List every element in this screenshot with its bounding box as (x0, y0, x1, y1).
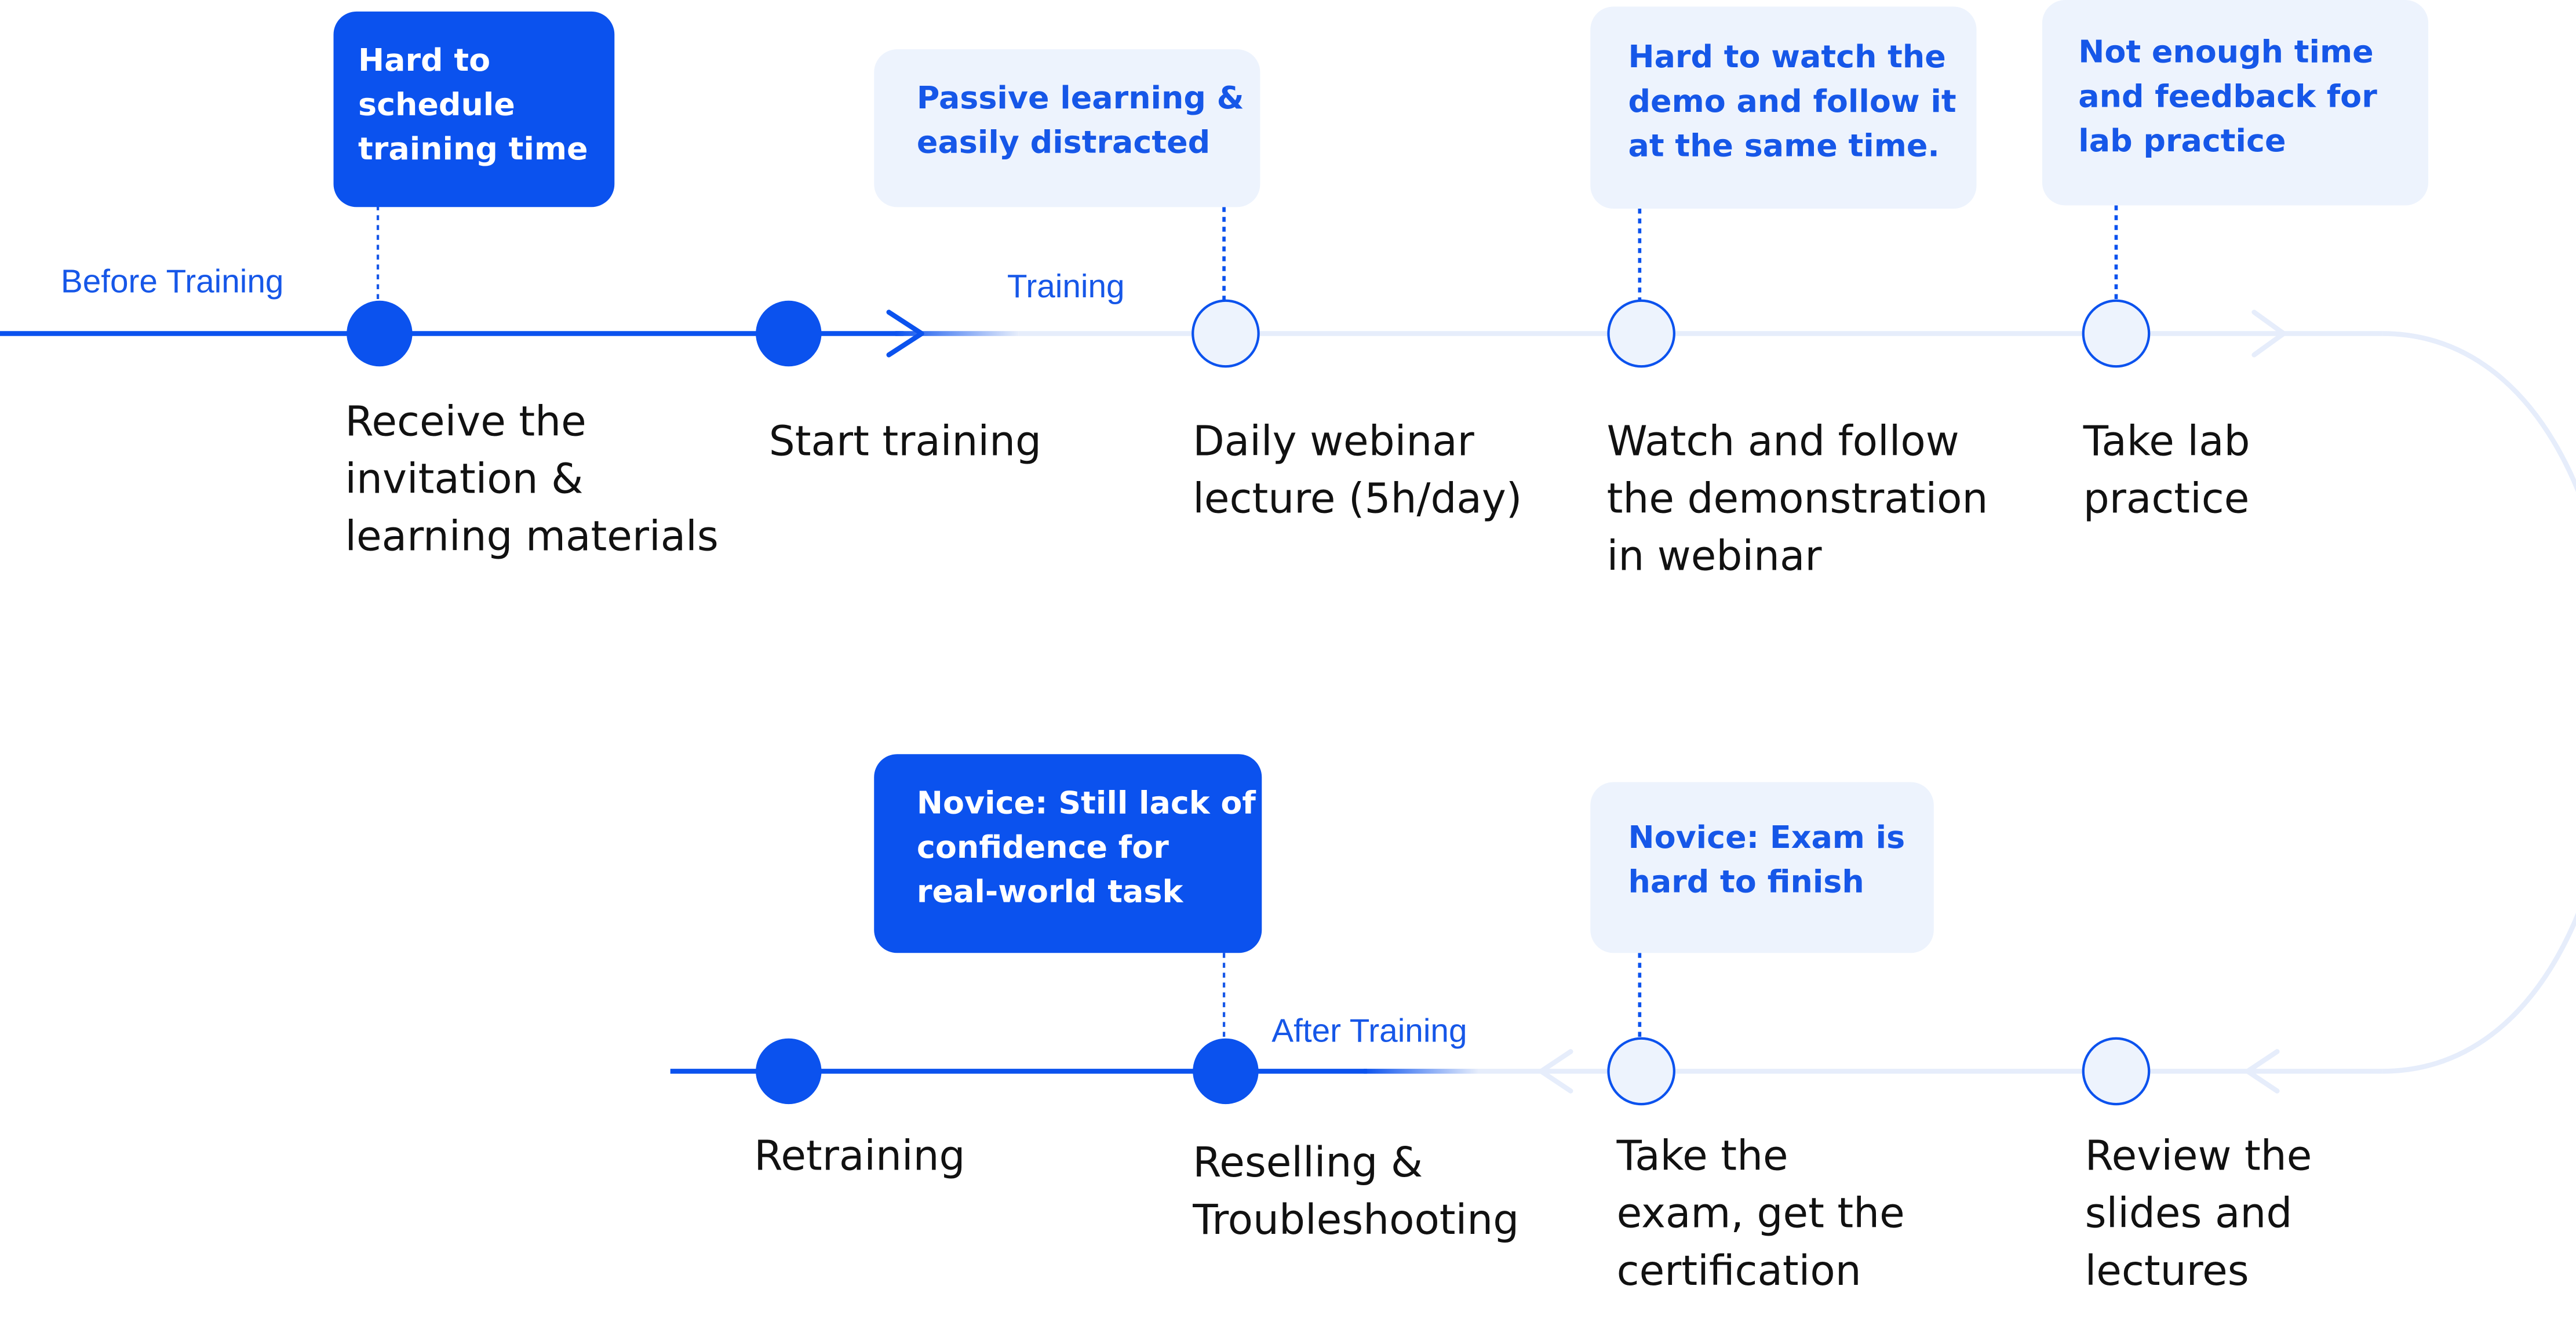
pain-point-note: Novice: Still lack of confidence for rea… (874, 754, 1262, 953)
pain-point-note: Novice: Exam is hard to finish (1590, 782, 1934, 953)
phase-label-training: Training (1007, 269, 1125, 306)
step-node (1607, 1037, 1675, 1106)
pain-point-note: Hard to schedule training time (333, 11, 615, 207)
step-label-start-training: Start training (768, 417, 1042, 465)
phase-label-after-training: After Training (1271, 1014, 1467, 1050)
phase-label-before-training: Before Training (60, 264, 284, 301)
arrow-icon (2245, 1049, 2280, 1094)
pain-point-note: Not enough time and feedback for lab pra… (2042, 0, 2429, 206)
step-node (347, 300, 413, 367)
step-node (1192, 299, 1260, 368)
arrow-icon (886, 309, 924, 358)
step-node (2082, 1037, 2151, 1106)
step-label-reselling: Reselling & Troubleshooting (1193, 1138, 1520, 1244)
pain-point-note: Passive learning & easily distracted (874, 49, 1260, 207)
step-label-daily-webinar: Daily webinar lecture (5h/day) (1193, 417, 1522, 523)
step-label-receive-invitation: Receive the invitation & learning materi… (345, 398, 719, 560)
step-label-retraining: Retraining (754, 1132, 965, 1180)
step-label-lab-practice: Take lab practice (2083, 417, 2250, 523)
arrow-icon (2251, 309, 2286, 358)
pain-point-note: Hard to watch the demo and follow it at … (1590, 6, 1977, 209)
step-label-watch-demo: Watch and follow the demonstration in we… (1606, 417, 1988, 580)
track-loop (2382, 331, 2576, 1074)
step-node (1607, 299, 1675, 368)
step-label-review-slides: Review the slides and lectures (2085, 1132, 2312, 1295)
step-node (1193, 1038, 1259, 1105)
step-node (2082, 299, 2151, 368)
step-node (756, 300, 822, 367)
step-node (756, 1038, 822, 1105)
arrow-icon (1538, 1049, 1573, 1094)
step-label-take-exam: Take the exam, get the certification (1616, 1132, 1905, 1295)
